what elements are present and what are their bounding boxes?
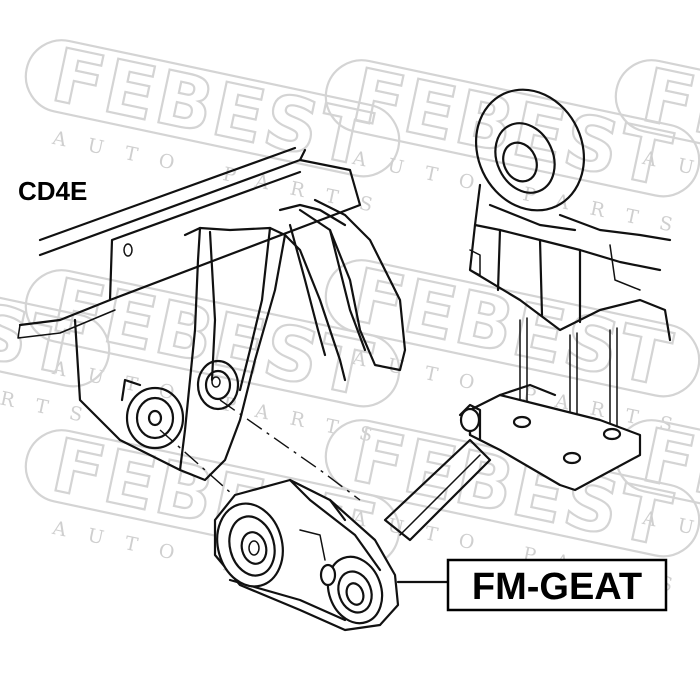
frame-rail (17, 146, 362, 339)
mount-base-plate (458, 383, 642, 492)
model-code-label: CD4E (18, 176, 87, 206)
link-arm (383, 438, 492, 542)
transmission-mount-part (213, 478, 400, 632)
transmission-mount-drawing (17, 88, 672, 632)
left-bracket (73, 198, 407, 482)
part-number-callout: FM-GEAT (396, 558, 668, 612)
part-number-box (446, 558, 668, 612)
part-number-label: FM-GEAT (472, 566, 642, 608)
transmission-housing (468, 88, 672, 342)
